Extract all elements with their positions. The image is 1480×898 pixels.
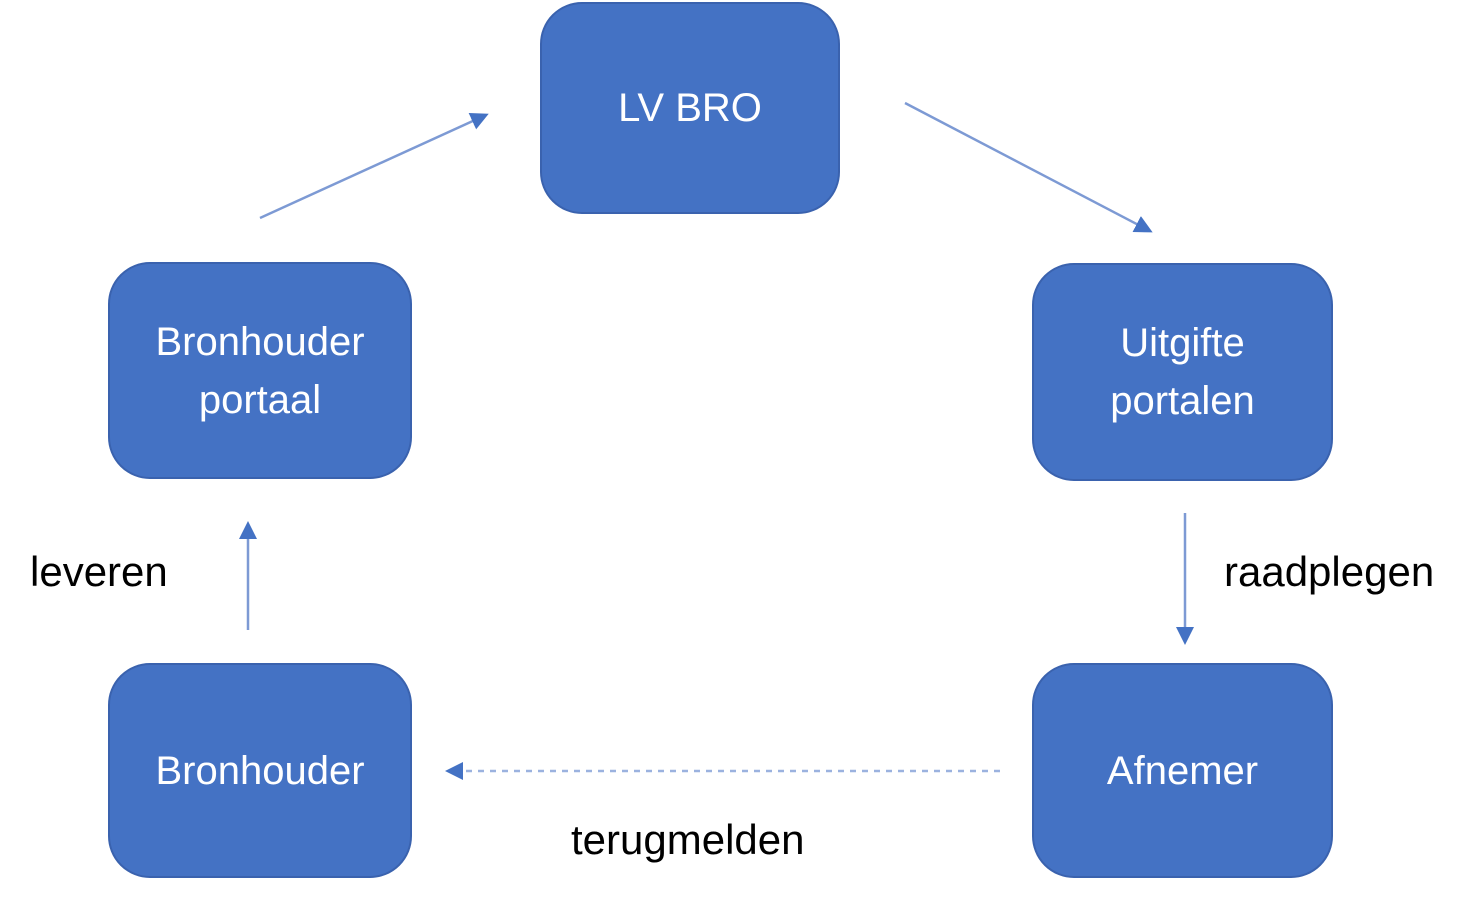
node-bronhouderportaal-label: Bronhouder portaal <box>155 319 365 422</box>
node-afnemer-label: Afnemer <box>1106 748 1259 793</box>
node-bronhouder-label: Bronhouder <box>155 748 365 793</box>
node-bronhouder: Bronhouder <box>108 663 412 878</box>
edge-label-leveren: leveren <box>30 548 168 595</box>
node-uitgifte-portalen: Uitgifte portalen <box>1032 263 1333 481</box>
edge-label-terugmelden: terugmelden <box>571 816 805 863</box>
node-afnemer: Afnemer <box>1032 663 1333 878</box>
arrow-lvbro-to-uitgifteportalen <box>904 101 1153 233</box>
node-lv-bro: LV BRO <box>540 2 840 214</box>
node-bronhouderportaal: Bronhouder portaal <box>108 262 412 479</box>
node-uitgifte-portalen-label: Uitgifte portalen <box>1110 321 1255 423</box>
node-lv-bro-label: LV BRO <box>618 86 762 130</box>
arrow-bronhouderportaal-to-lvbro <box>259 113 489 220</box>
edge-label-raadplegen: raadplegen <box>1224 548 1435 595</box>
